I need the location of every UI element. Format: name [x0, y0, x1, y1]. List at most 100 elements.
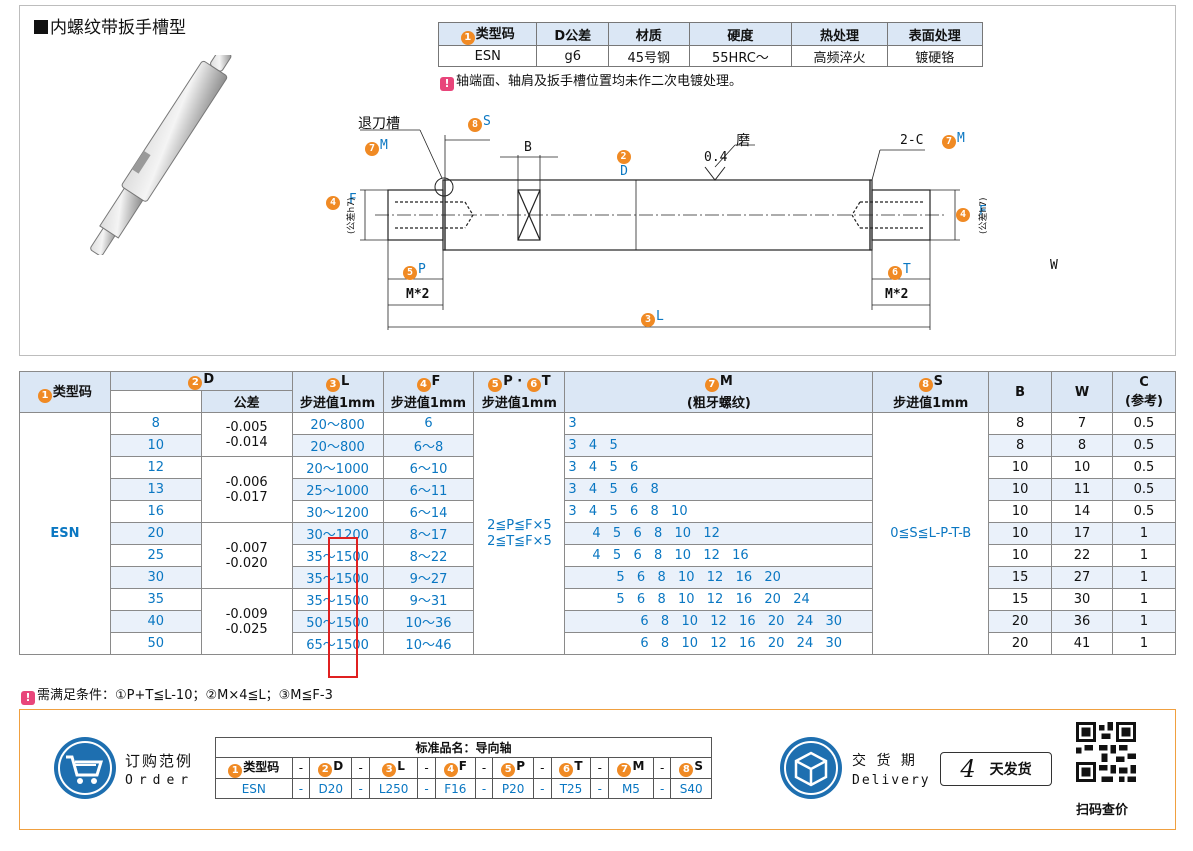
tolerance-cell: -0.007-0.020 — [200, 522, 293, 589]
f-cell: 6 — [382, 412, 475, 435]
f-cell: 8～17 — [382, 522, 475, 545]
product-panel — [19, 5, 1176, 356]
qr-code-icon — [1076, 722, 1136, 782]
f-cell: 10～36 — [382, 610, 475, 633]
d-cell: 16 — [109, 500, 202, 523]
d-cell: 35 — [109, 588, 202, 611]
page-title: 内螺纹带扳手槽型 — [34, 13, 186, 38]
label-f-left: 4 F — [326, 193, 357, 210]
label-roughness: 0.4 — [704, 150, 728, 165]
c-cell: 1 — [1112, 610, 1176, 633]
b-cell: 20 — [988, 610, 1053, 633]
f-cell: 6～10 — [382, 456, 475, 479]
label-groove: 退刀槽 — [358, 116, 400, 132]
w-cell: 17 — [1051, 522, 1113, 545]
m-cell: 5 6 8 10 12 16 20 24 — [564, 588, 874, 611]
label-b: B — [524, 140, 532, 155]
b-cell: 15 — [988, 566, 1053, 589]
label-m2-left: M*2 — [406, 287, 430, 302]
c-cell: 0.5 — [1112, 456, 1176, 479]
label-f-right: 4 F — [956, 205, 987, 222]
w-cell: 8 — [1051, 434, 1113, 457]
condition-note: !需满足条件：①P+T≦L-10；②M×4≦L；③M≦F-3 — [21, 684, 333, 705]
w-cell: 10 — [1051, 456, 1113, 479]
header-c: C(参考) — [1112, 371, 1176, 413]
l-cell: 20～800 — [291, 434, 384, 457]
m-cell: 4 5 6 8 10 12 16 — [564, 544, 874, 567]
b-cell: 10 — [988, 478, 1053, 501]
spec-note: !轴端面、轴肩及扳手槽位置均未作二次电镀处理。 — [440, 70, 742, 91]
d-cell: 10 — [109, 434, 202, 457]
m-cell: 3 4 5 6 — [564, 456, 874, 479]
label-chamfer: 2-C — [900, 133, 924, 148]
label-w: W — [1050, 258, 1058, 273]
label-f-tol-right: (公差h7) — [979, 197, 989, 234]
d-cell: 12 — [109, 456, 202, 479]
w-cell: 27 — [1051, 566, 1113, 589]
l-cell: 50～1500 — [291, 610, 384, 633]
f-cell: 8～22 — [382, 544, 475, 567]
technical-drawing — [360, 129, 960, 330]
b-cell: 20 — [988, 632, 1053, 655]
qr-label: 扫码查价 — [1076, 803, 1129, 818]
f-cell: 9～31 — [382, 588, 475, 611]
delivery-title-en: Delivery — [852, 773, 931, 788]
delivery-days: 4 — [960, 755, 976, 783]
b-cell: 15 — [988, 588, 1053, 611]
s-rule-cell: 0≦S≦L-P-T-B — [872, 412, 990, 655]
c-cell: 0.5 — [1112, 478, 1176, 501]
b-cell: 10 — [988, 500, 1053, 523]
header-b: B — [988, 371, 1053, 413]
delivery-box-icon — [780, 737, 842, 799]
f-cell: 6～8 — [382, 434, 475, 457]
l-cell: 35～1500 — [291, 544, 384, 567]
d-cell: 40 — [109, 610, 202, 633]
cart-icon — [54, 737, 116, 799]
c-cell: 1 — [1112, 566, 1176, 589]
f-cell: 6～14 — [382, 500, 475, 523]
header-w: W — [1051, 371, 1113, 413]
warning-icon: ! — [21, 691, 35, 705]
m-cell: 4 5 6 8 10 12 — [564, 522, 874, 545]
c-cell: 1 — [1112, 522, 1176, 545]
label-grind: 磨 — [736, 133, 750, 149]
tolerance-cell: -0.009-0.025 — [200, 588, 293, 655]
number-badge-1: 1 — [460, 31, 475, 45]
tolerance-cell: -0.005-0.014 — [200, 412, 293, 457]
l-cell: 20～800 — [291, 412, 384, 435]
w-cell: 11 — [1051, 478, 1113, 501]
delivery-days-badge: 4 天发货 — [940, 752, 1052, 786]
w-cell: 14 — [1051, 500, 1113, 523]
c-cell: 1 — [1112, 544, 1176, 567]
b-cell: 10 — [988, 456, 1053, 479]
b-cell: 10 — [988, 522, 1053, 545]
warning-icon: ! — [440, 77, 454, 91]
product-photo — [90, 55, 232, 255]
order-panel — [19, 709, 1176, 830]
l-cell: 20～1000 — [291, 456, 384, 479]
d-cell: 30 — [109, 566, 202, 589]
w-cell: 41 — [1051, 632, 1113, 655]
m-cell: 3 4 5 6 8 10 — [564, 500, 874, 523]
